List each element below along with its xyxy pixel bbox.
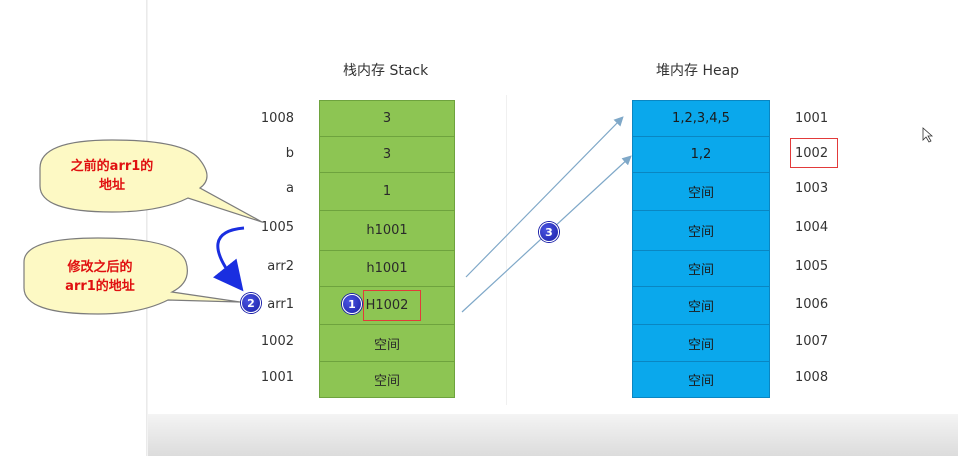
mouse-cursor-icon xyxy=(922,127,934,143)
stack-cell-arr1: H1002 xyxy=(320,287,454,325)
stack-cell: 空间 xyxy=(373,374,400,389)
callout-before-line2: 地址 xyxy=(98,178,125,193)
heap-cell: 空间 xyxy=(633,325,769,362)
stack-label-1002: 1002 xyxy=(260,334,294,349)
stack-cell: 3 xyxy=(320,101,454,137)
stack-label-a: a xyxy=(286,181,294,196)
heap-address: 1004 xyxy=(795,220,829,235)
step-badge-3: 3 xyxy=(539,222,559,242)
heap-address: 1001 xyxy=(795,111,829,126)
callout-before-line1: 之前的arr1的 xyxy=(70,159,154,174)
stack-label-1008: 1008 xyxy=(260,111,294,126)
heap-title: 堆内存 Heap xyxy=(656,63,740,79)
stack-label-arr1: arr1 xyxy=(267,297,294,312)
stack-label-1001: 1001 xyxy=(260,370,294,385)
stack-cell: h1001 xyxy=(320,251,454,287)
callout-bubble-before xyxy=(39,139,263,223)
heap-address: 1003 xyxy=(795,181,829,196)
callout-after-line2: arr1的地址 xyxy=(65,279,135,294)
heap-address: 1006 xyxy=(795,297,829,312)
panel-left-edge xyxy=(146,0,148,456)
slide-bottom-shade xyxy=(148,414,958,456)
heap-address-1002: 1002 xyxy=(795,146,829,161)
callout-after-line1: 修改之后的 xyxy=(67,260,133,275)
stack-cell: 1 xyxy=(320,173,454,211)
heap-cell: 1,2,3,4,5 xyxy=(633,101,769,137)
stack-cell: 3 xyxy=(320,137,454,173)
callout-bubble-after xyxy=(23,237,241,315)
step-badge-1: 1 xyxy=(342,294,362,314)
curved-arrow xyxy=(213,226,245,292)
section-divider xyxy=(506,95,507,405)
stack-cell: h1001 xyxy=(320,211,454,251)
stack-cell: 空间 xyxy=(320,325,454,362)
reference-arrow-arr2 xyxy=(465,116,624,278)
heap-address: 1005 xyxy=(795,259,829,274)
heap-address: 1007 xyxy=(795,334,829,349)
heap-cell: 空间 xyxy=(633,287,769,325)
heap-cell: 1,2 xyxy=(633,137,769,173)
heap-cell: 空间 xyxy=(633,173,769,211)
heap-cell: 空间 xyxy=(633,251,769,287)
heap-cell: 空间 xyxy=(633,211,769,251)
step-badge-2: 2 xyxy=(241,293,261,313)
heap-cell: 空间 xyxy=(687,374,714,389)
stack-title: 栈内存 Stack xyxy=(343,63,429,79)
stack-label-1005: 1005 xyxy=(260,220,294,235)
stack-memory-block: 3 3 1 h1001 h1001 H1002 空间 空间 xyxy=(319,100,455,398)
stack-label-b: b xyxy=(285,146,294,161)
heap-memory-block: 1,2,3,4,5 1,2 空间 空间 空间 空间 空间 空间 xyxy=(632,100,770,398)
highlight-box-arr1-value xyxy=(363,290,421,321)
stack-label-arr2: arr2 xyxy=(267,259,294,274)
heap-address: 1008 xyxy=(795,370,829,385)
highlight-box-heap-1002 xyxy=(790,138,838,168)
